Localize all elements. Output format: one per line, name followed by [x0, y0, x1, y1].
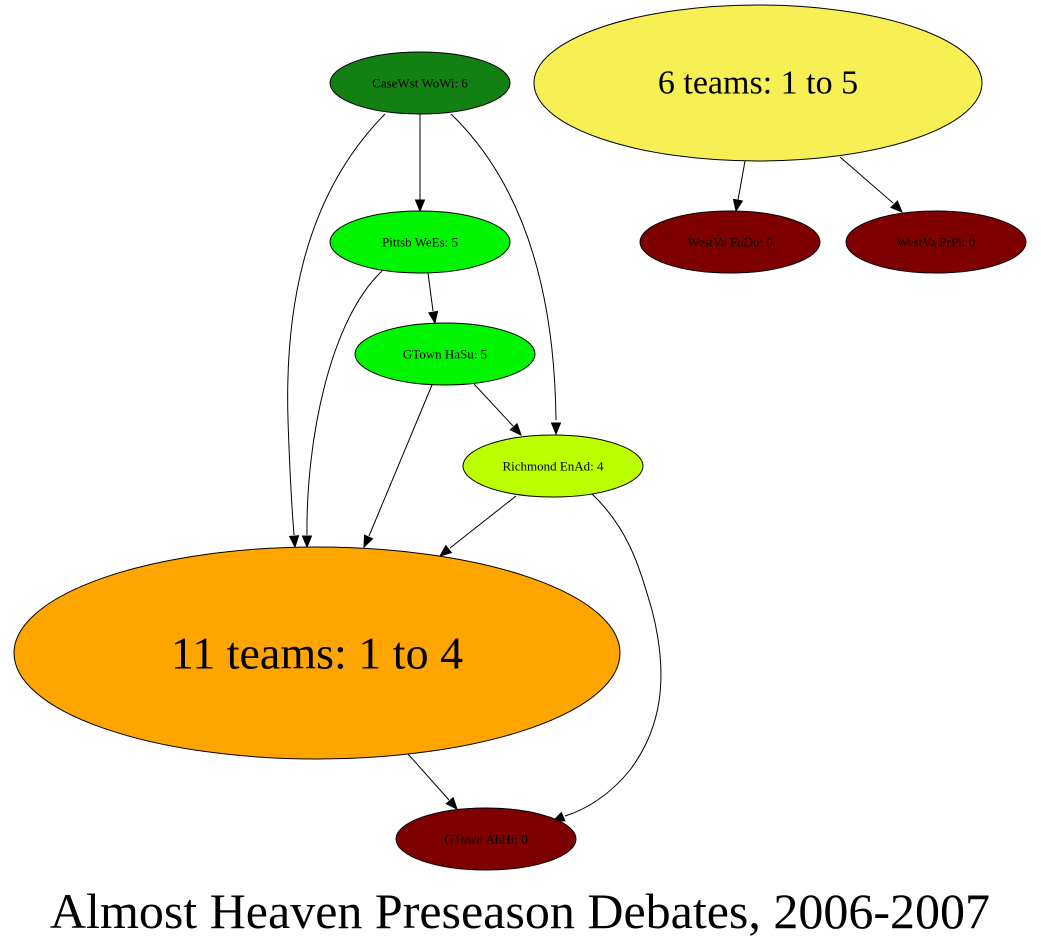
edge-gtown-hasu-to-eleven — [363, 384, 433, 549]
node-shape — [639, 210, 821, 274]
graph-title: Almost Heaven Preseason Debates, 2006-20… — [50, 883, 990, 939]
edge-richmond-to-eleven — [438, 495, 517, 557]
edge-line — [287, 113, 386, 536]
arrow-head — [890, 200, 903, 213]
node-shape — [533, 4, 983, 162]
arrow-head — [301, 535, 313, 549]
node-label: GTown AhHi: 0 — [444, 832, 528, 847]
edge-line — [839, 156, 894, 204]
edge-eleven-to-gtown-ahhi — [407, 753, 458, 810]
edge-six-to-westva-fudu — [732, 160, 746, 213]
node-label: Pittsb WeEs: 5 — [382, 235, 458, 250]
node-shape — [462, 434, 644, 498]
node-eleven: 11 teams: 1 to 4 — [13, 546, 621, 760]
node-shape — [354, 322, 536, 386]
arrow-head — [438, 544, 453, 557]
node-label: GTown HaSu: 5 — [403, 347, 487, 362]
node-pittsb: Pittsb WeEs: 5 — [329, 210, 511, 274]
node-casewst: CaseWst WoWi: 6 — [329, 51, 511, 115]
node-label: WestVa PrPi: 0 — [897, 235, 975, 250]
node-six: 6 teams: 1 to 5 — [533, 4, 983, 162]
node-gtown-ahhi: GTown AhHi: 0 — [395, 807, 577, 871]
node-gtown-hasu: GTown HaSu: 5 — [354, 322, 536, 386]
node-shape — [13, 546, 621, 760]
arrow-head — [550, 422, 562, 436]
arrow-head — [509, 422, 522, 436]
edge-six-to-westva-prpi — [839, 156, 903, 213]
arrow-head — [414, 199, 426, 213]
edge-line — [564, 493, 662, 817]
edge-line — [737, 160, 746, 201]
node-label: Richmond EnAd: 4 — [502, 459, 604, 474]
edge-pittsb-to-eleven — [301, 270, 383, 549]
edge-line — [449, 495, 517, 549]
edge-pittsb-to-gtown-hasu — [427, 272, 439, 325]
edges-layer — [287, 113, 903, 822]
node-label: 11 teams: 1 to 4 — [171, 628, 463, 679]
nodes-layer: CaseWst WoWi: 6 6 teams: 1 to 5 Pittsb WeE… — [13, 4, 1027, 871]
node-label: CaseWst WoWi: 6 — [372, 76, 468, 91]
node-westva-prpi: WestVa PrPi: 0 — [845, 210, 1027, 274]
node-shape — [395, 807, 577, 871]
edge-line — [427, 272, 434, 312]
edge-line — [450, 113, 557, 421]
edge-casewst-to-pittsb — [414, 114, 426, 213]
edge-line — [306, 270, 383, 536]
arrow-head — [288, 535, 300, 549]
node-shape — [329, 51, 511, 115]
edge-casewst-to-richmond — [450, 113, 562, 436]
arrow-head — [732, 198, 744, 213]
arrow-head — [427, 310, 439, 325]
edge-line — [473, 383, 514, 427]
arrow-head — [363, 534, 374, 549]
node-label: WestVa FuDu: 0 — [687, 235, 773, 250]
arrow-head — [445, 796, 458, 810]
edge-casewst-to-eleven — [287, 113, 386, 549]
node-westva-fudu: WestVa FuDu: 0 — [639, 210, 821, 274]
edge-line — [407, 753, 450, 801]
node-shape — [329, 210, 511, 274]
node-shape — [845, 210, 1027, 274]
node-richmond: Richmond EnAd: 4 — [462, 434, 644, 498]
edge-gtown-hasu-to-richmond — [473, 383, 522, 436]
edge-line — [368, 384, 433, 537]
node-label: 6 teams: 1 to 5 — [658, 65, 858, 102]
